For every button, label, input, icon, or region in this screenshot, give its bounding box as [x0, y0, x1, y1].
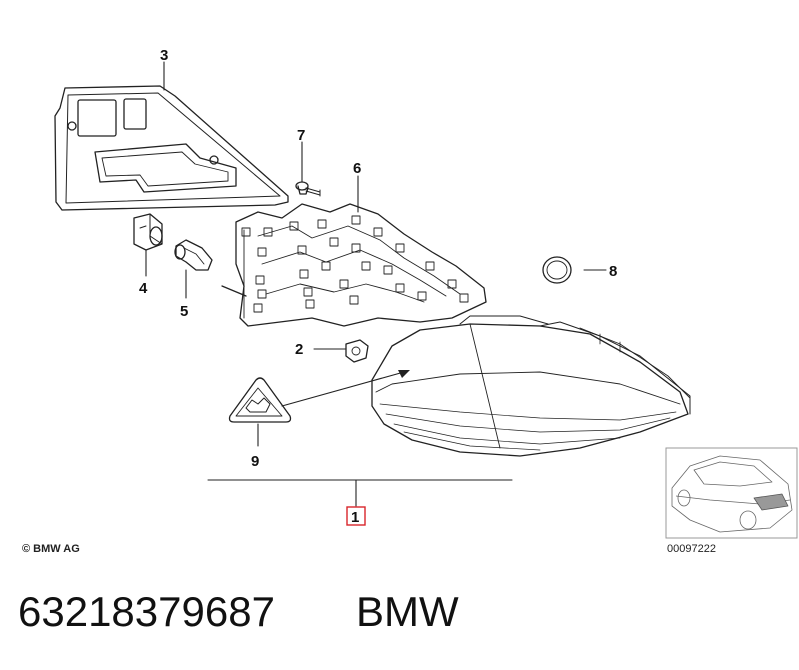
- gasket-plate-part: [54, 85, 289, 211]
- copyright-text: © BMW AG: [22, 543, 80, 555]
- bulb-part: [174, 239, 213, 271]
- screw-part: [295, 181, 321, 197]
- callout-1: 1: [351, 509, 359, 526]
- tail-light-part: [371, 315, 691, 457]
- callout-7: 7: [297, 127, 305, 144]
- nut-part: [345, 339, 369, 363]
- warning-label-part: [228, 377, 292, 423]
- part-number: 63218379687: [18, 588, 275, 635]
- bulb-socket-part: [133, 213, 163, 251]
- car-location-thumbnail: [665, 447, 798, 539]
- leader-arrowhead: [398, 370, 410, 378]
- callout-3: 3: [160, 47, 168, 64]
- callout-5: 5: [180, 303, 188, 320]
- bulb-carrier-part: [221, 203, 487, 327]
- callout-8: 8: [609, 263, 617, 280]
- callout-1-box: [346, 506, 366, 526]
- callout-9: 9: [251, 453, 259, 470]
- callout-2: 2: [295, 341, 303, 358]
- callout-6: 6: [353, 160, 361, 177]
- grommet-part: [542, 256, 572, 284]
- leader-lines: [145, 61, 607, 507]
- reference-code: 00097222: [667, 543, 716, 555]
- brand-name: BMW: [356, 588, 459, 635]
- callout-4: 4: [139, 280, 148, 297]
